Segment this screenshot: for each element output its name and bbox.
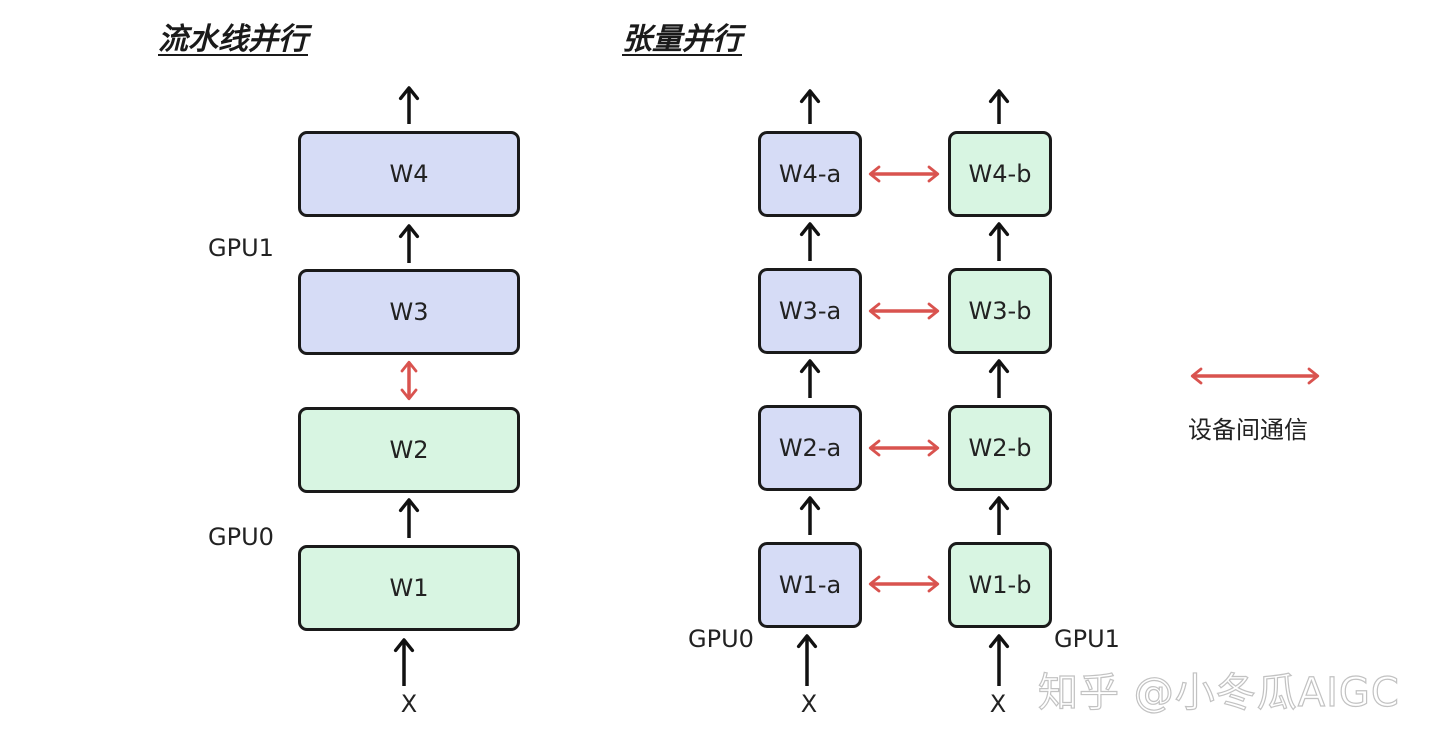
tp-block-w2a: W2-a bbox=[758, 405, 862, 491]
pp-gpu1-label: GPU1 bbox=[208, 234, 274, 262]
tp-block-w2b: W2-b bbox=[948, 405, 1052, 491]
pp-block-w3-label: W3 bbox=[389, 298, 429, 326]
tp-block-w3a: W3-a bbox=[758, 268, 862, 354]
pp-gpu0-label: GPU0 bbox=[208, 523, 274, 551]
pp-block-w2-label: W2 bbox=[389, 436, 429, 464]
pp-block-w1: W1 bbox=[298, 545, 520, 631]
tp-block-w1b: W1-b bbox=[948, 542, 1052, 628]
tp-block-w2a-label: W2-a bbox=[778, 434, 842, 462]
tp-block-w1a-label: W1-a bbox=[778, 571, 842, 599]
tp-block-w4a: W4-a bbox=[758, 131, 862, 217]
tp-gpu0-label: GPU0 bbox=[688, 625, 754, 653]
tensor-parallel-title: 张量并行 bbox=[622, 22, 742, 57]
tp-block-w4a-label: W4-a bbox=[778, 160, 842, 188]
pp-block-w1-label: W1 bbox=[389, 574, 429, 602]
tp-block-w1b-label: W1-b bbox=[968, 571, 1032, 599]
tp-block-w2b-label: W2-b bbox=[968, 434, 1032, 462]
pp-block-w4-label: W4 bbox=[389, 160, 429, 188]
tp-block-w3a-label: W3-a bbox=[778, 297, 842, 325]
pp-block-w2: W2 bbox=[298, 407, 520, 493]
tp-block-w3b: W3-b bbox=[948, 268, 1052, 354]
tp-gpu1-label: GPU1 bbox=[1054, 625, 1120, 653]
tp-block-w4b: W4-b bbox=[948, 131, 1052, 217]
tp-block-w4b-label: W4-b bbox=[968, 160, 1032, 188]
tp-block-w1a: W1-a bbox=[758, 542, 862, 628]
legend-label: 设备间通信 bbox=[1188, 416, 1308, 444]
tp-block-w3b-label: W3-b bbox=[968, 297, 1032, 325]
pp-input-label: X bbox=[400, 690, 418, 718]
pipeline-parallel-title: 流水线并行 bbox=[158, 22, 308, 57]
watermark: 知乎 @小冬瓜AIGC bbox=[1037, 669, 1400, 716]
pp-block-w3: W3 bbox=[298, 269, 520, 355]
tp-input-a-label: X bbox=[800, 690, 818, 718]
tp-input-b-label: X bbox=[989, 690, 1007, 718]
pp-block-w4: W4 bbox=[298, 131, 520, 217]
